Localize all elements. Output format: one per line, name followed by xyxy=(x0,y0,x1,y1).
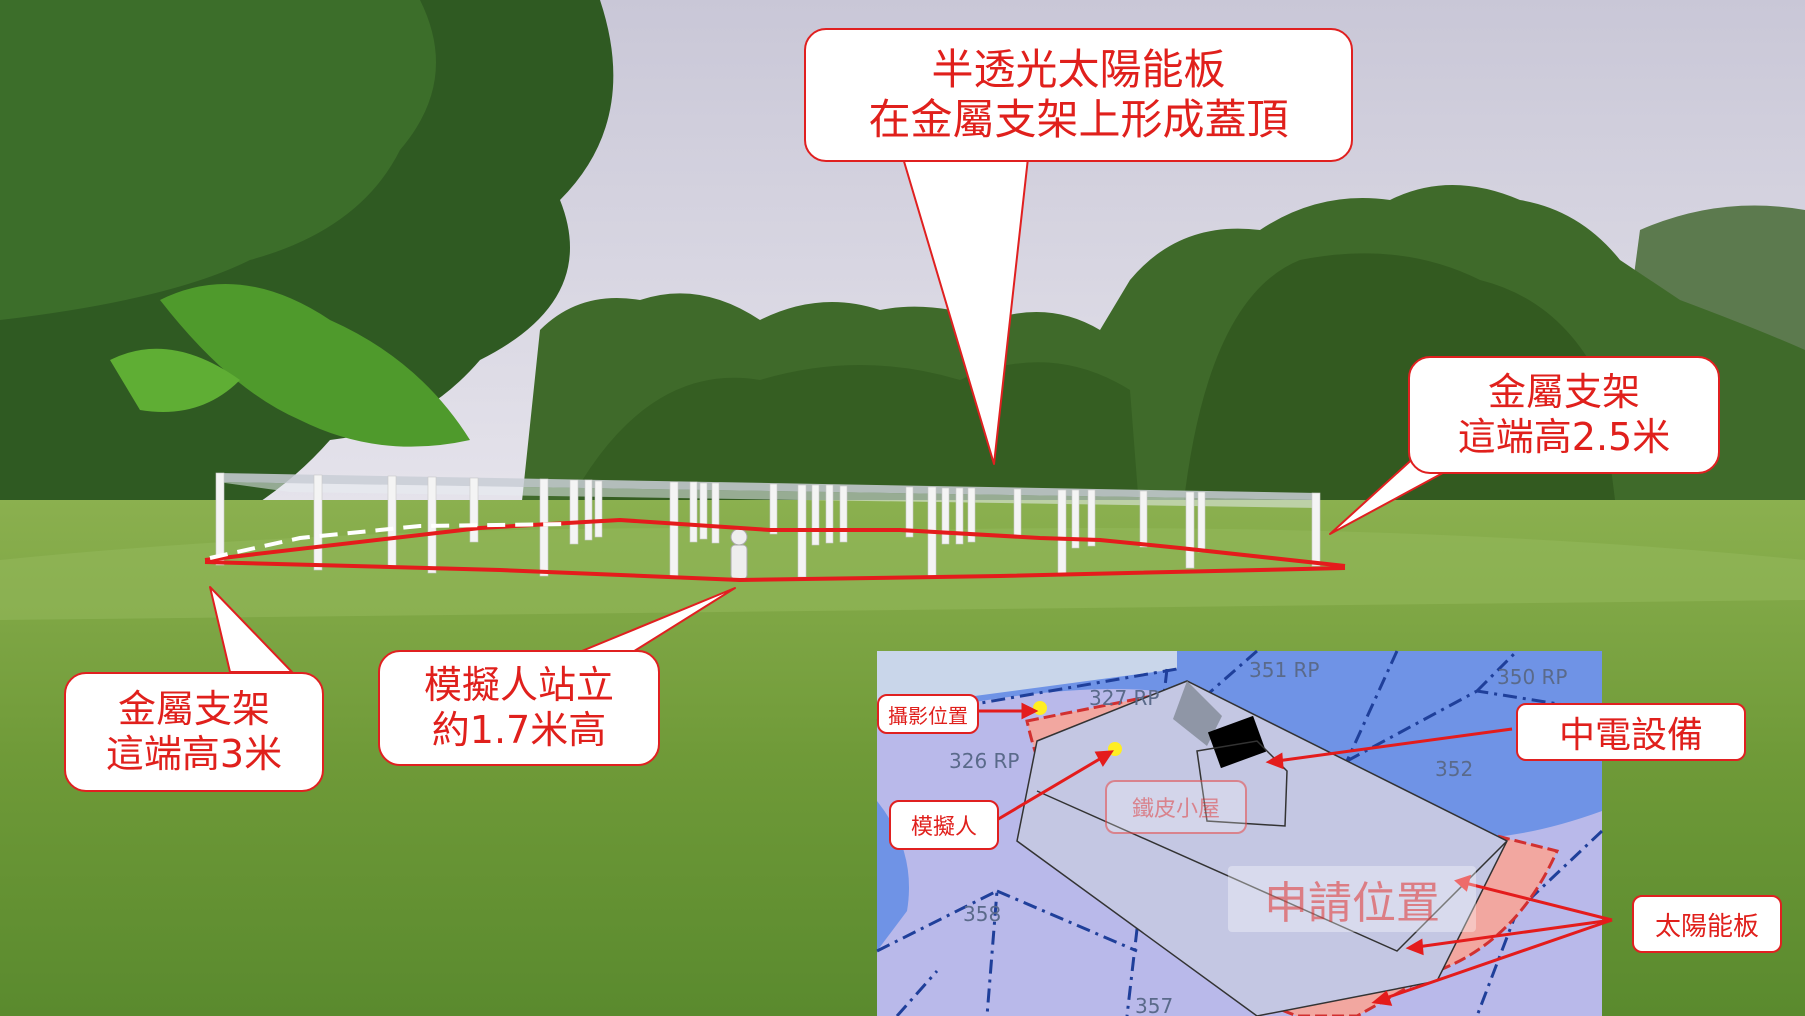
frame-left-callout-line2: 這端高3米 xyxy=(105,732,283,776)
dummy-person-label: 模擬人 xyxy=(889,800,999,850)
person-callout: 模擬人站立 約1.7米高 xyxy=(378,650,660,766)
frame-left-callout: 金屬支架 這端高3米 xyxy=(64,672,324,792)
frame-left-callout-line1: 金屬支架 xyxy=(117,687,270,732)
dummy-person-figure xyxy=(730,528,748,580)
canopy-callout: 半透光太陽能板 在金屬支架上形成蓋頂 xyxy=(804,28,1353,162)
frame-right-callout-line2: 這端高2.5米 xyxy=(1457,415,1671,459)
application-site-label: 申請位置 xyxy=(1228,866,1476,932)
lot-label-351rp: 351 RP xyxy=(1249,658,1320,682)
canopy-callout-line2: 在金屬支架上形成蓋頂 xyxy=(868,95,1289,144)
photo-position-label: 攝影位置 xyxy=(877,694,979,734)
lot-label-327rp: 327 RP xyxy=(1089,686,1160,710)
person-callout-line2: 約1.7米高 xyxy=(431,708,607,752)
lot-label-352: 352 xyxy=(1435,757,1473,781)
clp-equipment-label: 中電設備 xyxy=(1516,703,1746,761)
person-callout-line1: 模擬人站立 xyxy=(423,663,614,708)
lot-label-326rp: 326 RP xyxy=(949,749,1020,773)
solar-panels-label: 太陽能板 xyxy=(1632,895,1782,953)
canopy-callout-line1: 半透光太陽能板 xyxy=(931,45,1226,95)
frame-right-callout-line1: 金屬支架 xyxy=(1487,370,1640,415)
frame-right-callout: 金屬支架 這端高2.5米 xyxy=(1408,356,1720,474)
lot-label-358: 358 xyxy=(963,902,1001,926)
metal-frame xyxy=(204,472,1346,583)
lot-label-357: 357 xyxy=(1135,994,1173,1016)
callout-tails xyxy=(209,157,1479,673)
iron-hut-label: 鐵皮小屋 xyxy=(1105,780,1247,834)
lot-label-350rp: 350 RP xyxy=(1497,665,1568,689)
